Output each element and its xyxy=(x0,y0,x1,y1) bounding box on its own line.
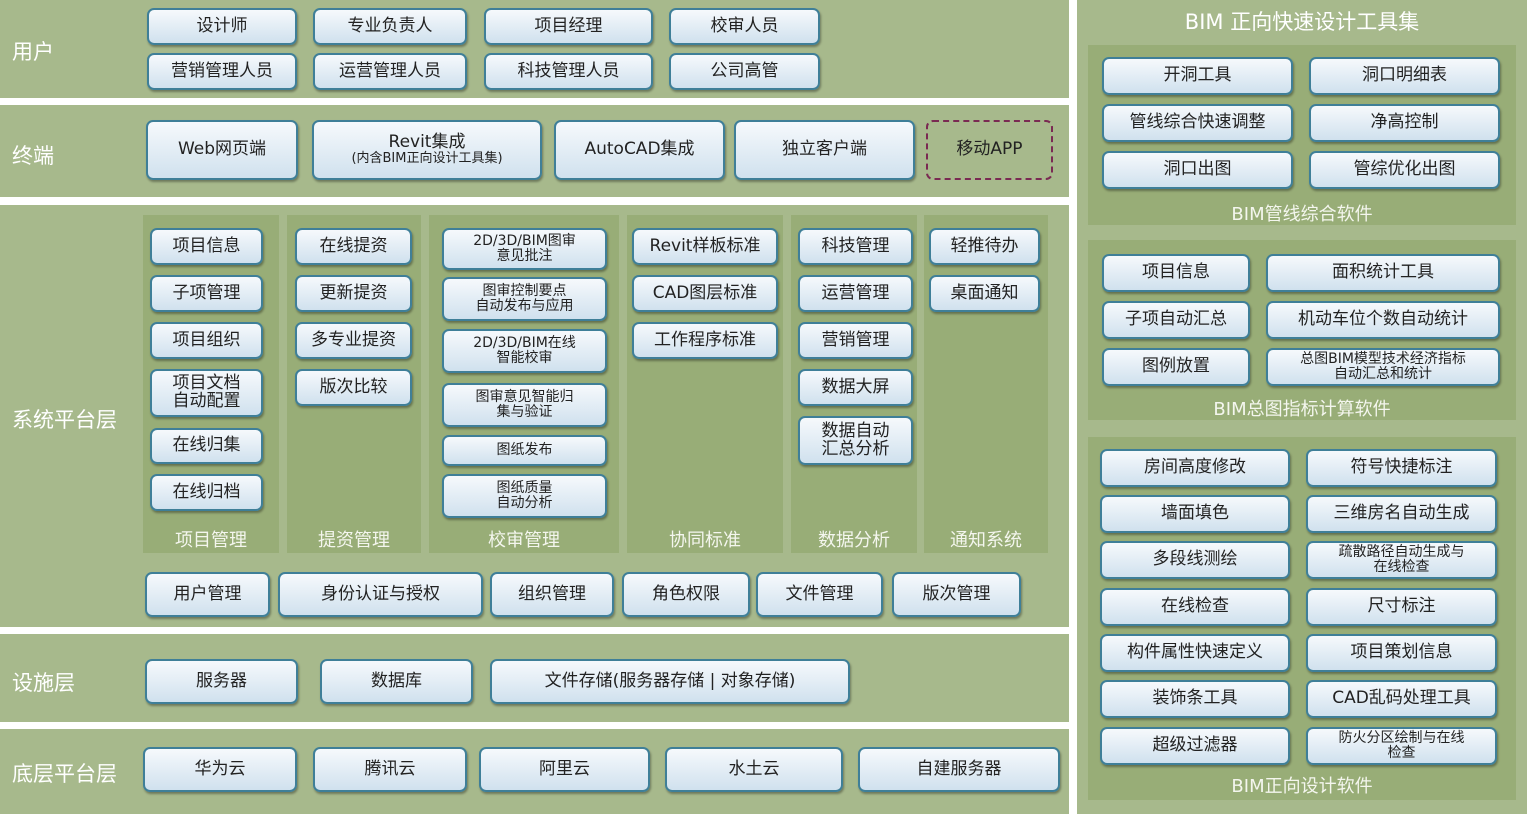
module-button[interactable]: 用户管理 xyxy=(145,572,270,617)
module-button[interactable]: 华为云 xyxy=(143,747,297,792)
module-button[interactable]: 腾讯云 xyxy=(313,747,467,792)
module-button[interactable]: 在线提资 xyxy=(295,228,412,265)
module-button[interactable]: 更新提资 xyxy=(295,275,412,312)
module-button[interactable]: 管线综合快速调整 xyxy=(1102,104,1293,142)
module-button[interactable]: 子项自动汇总 xyxy=(1102,301,1250,339)
module-button[interactable]: 图纸质量 自动分析 xyxy=(442,474,607,518)
module-button[interactable]: CAD乱码处理工具 xyxy=(1306,680,1497,718)
module-button[interactable]: 文件管理 xyxy=(756,572,883,617)
module-button[interactable]: 校审人员 xyxy=(669,8,820,45)
toolset-panel-label: BIM管线综合软件 xyxy=(1231,204,1373,225)
module-button[interactable]: 水土云 xyxy=(665,747,843,792)
module-button[interactable]: AutoCAD集成 xyxy=(554,120,725,180)
module-group-label: 提资管理 xyxy=(318,530,390,551)
revit-sublabel: (内含BIM正向设计工具集) xyxy=(351,151,503,167)
facility-layer-label: 设施层 xyxy=(12,671,75,695)
module-button[interactable]: 多段线测绘 xyxy=(1100,541,1290,579)
module-button[interactable]: 轻推待办 xyxy=(929,228,1040,265)
module-button[interactable]: 科技管理 xyxy=(798,228,913,265)
module-group-label: 项目管理 xyxy=(175,530,247,551)
module-button[interactable]: 桌面通知 xyxy=(929,275,1040,312)
module-button[interactable]: 身份认证与授权 xyxy=(278,572,483,617)
module-button[interactable]: 阿里云 xyxy=(479,747,650,792)
module-button[interactable]: 数据库 xyxy=(320,659,473,704)
module-button[interactable]: 运营管理 xyxy=(798,275,913,312)
module-button[interactable]: Revit样板标准 xyxy=(632,228,778,265)
module-button[interactable]: 图例放置 xyxy=(1102,348,1250,386)
module-button[interactable]: 自建服务器 xyxy=(858,747,1060,792)
module-button[interactable]: 文件存储(服务器存储 | 对象存储) xyxy=(490,659,850,704)
module-button[interactable]: CAD图层标准 xyxy=(632,275,778,312)
module-button[interactable]: 装饰条工具 xyxy=(1100,680,1290,718)
module-button[interactable]: 设计师 xyxy=(147,8,297,45)
module-button[interactable]: 构件属性快速定义 xyxy=(1100,634,1290,672)
module-button[interactable]: 营销管理人员 xyxy=(147,53,297,90)
module-button[interactable]: 净高控制 xyxy=(1309,104,1500,142)
module-button[interactable]: 在线归档 xyxy=(150,474,263,511)
revit-label: Revit集成 xyxy=(388,132,466,153)
system-layer-label: 系统平台层 xyxy=(12,408,117,432)
module-button[interactable]: 机动车位个数自动统计 xyxy=(1266,301,1500,339)
module-group-label: 协同标准 xyxy=(669,530,741,551)
toolset-panel-label: BIM正向设计软件 xyxy=(1231,776,1373,797)
module-button[interactable]: 疏散路径自动生成与 在线检查 xyxy=(1306,541,1497,579)
module-button[interactable]: 组织管理 xyxy=(490,572,614,617)
module-button[interactable]: 独立客户端 xyxy=(734,120,915,180)
module-button[interactable]: 开洞工具 xyxy=(1102,57,1293,95)
module-button[interactable]: 数据自动 汇总分析 xyxy=(798,416,913,465)
module-button[interactable]: 三维房名自动生成 xyxy=(1306,495,1497,533)
module-button[interactable]: 房间高度修改 xyxy=(1100,449,1290,487)
module-button[interactable]: 图纸发布 xyxy=(442,435,607,466)
module-button[interactable]: 洞口出图 xyxy=(1102,151,1293,189)
module-button[interactable]: 多专业提资 xyxy=(295,322,412,359)
module-button[interactable]: 项目组织 xyxy=(150,322,263,359)
module-button[interactable]: 运营管理人员 xyxy=(313,53,467,90)
module-button[interactable]: 在线检查 xyxy=(1100,588,1290,626)
module-button[interactable]: 项目经理 xyxy=(484,8,653,45)
module-button[interactable]: 营销管理 xyxy=(798,322,913,359)
module-button[interactable]: 面积统计工具 xyxy=(1266,254,1500,292)
module-button[interactable]: 工作程序标准 xyxy=(632,322,778,359)
module-button[interactable]: 在线归集 xyxy=(150,428,263,464)
module-button[interactable]: 移动APP xyxy=(926,120,1053,180)
module-button[interactable]: 角色权限 xyxy=(622,572,750,617)
module-button[interactable]: 版次管理 xyxy=(892,572,1021,617)
users-layer-label: 用户 xyxy=(12,40,54,64)
module-button[interactable]: Revit集成(内含BIM正向设计工具集) xyxy=(312,120,542,180)
module-group-label: 通知系统 xyxy=(950,530,1022,551)
module-button[interactable]: 超级过滤器 xyxy=(1100,727,1290,765)
module-button[interactable]: 项目信息 xyxy=(150,228,263,265)
module-group-panel xyxy=(627,215,783,553)
module-button[interactable]: 符号快捷标注 xyxy=(1306,449,1497,487)
module-button[interactable]: 版次比较 xyxy=(295,369,412,406)
module-button[interactable]: 防火分区绘制与在线 检查 xyxy=(1306,727,1497,765)
module-button[interactable]: 洞口明细表 xyxy=(1309,57,1500,95)
module-group-label: 数据分析 xyxy=(818,530,890,551)
module-button[interactable]: 墙面填色 xyxy=(1100,495,1290,533)
base-layer-label: 底层平台层 xyxy=(12,762,117,786)
module-group-label: 校审管理 xyxy=(488,530,560,551)
module-button[interactable]: 公司高管 xyxy=(669,53,820,90)
module-button[interactable]: 子项管理 xyxy=(150,275,263,312)
module-button[interactable]: 专业负责人 xyxy=(313,8,467,45)
module-button[interactable]: 项目文档 自动配置 xyxy=(150,369,263,417)
module-button[interactable]: Web网页端 xyxy=(146,120,298,180)
module-button[interactable]: 管综优化出图 xyxy=(1309,151,1500,189)
module-button[interactable]: 项目信息 xyxy=(1102,254,1250,292)
module-button[interactable]: 总图BIM模型技术经济指标 自动汇总和统计 xyxy=(1266,348,1500,386)
module-button[interactable]: 2D/3D/BIM在线 智能校审 xyxy=(442,329,607,373)
toolset-panel-label: BIM总图指标计算软件 xyxy=(1213,399,1391,420)
module-button[interactable]: 尺寸标注 xyxy=(1306,588,1497,626)
module-button[interactable]: 图审控制要点 自动发布与应用 xyxy=(442,277,607,321)
module-button[interactable]: 科技管理人员 xyxy=(484,53,653,90)
module-button[interactable]: 数据大屏 xyxy=(798,369,913,406)
toolset-title: BIM 正向快速设计工具集 xyxy=(1184,10,1420,34)
module-button[interactable]: 项目策划信息 xyxy=(1306,634,1497,672)
terminal-layer-label: 终端 xyxy=(12,144,54,168)
module-button[interactable]: 图审意见智能归 集与验证 xyxy=(442,383,607,427)
module-button[interactable]: 2D/3D/BIM图审 意见批注 xyxy=(442,228,607,270)
module-group-panel xyxy=(924,215,1048,553)
module-button[interactable]: 服务器 xyxy=(145,659,298,704)
